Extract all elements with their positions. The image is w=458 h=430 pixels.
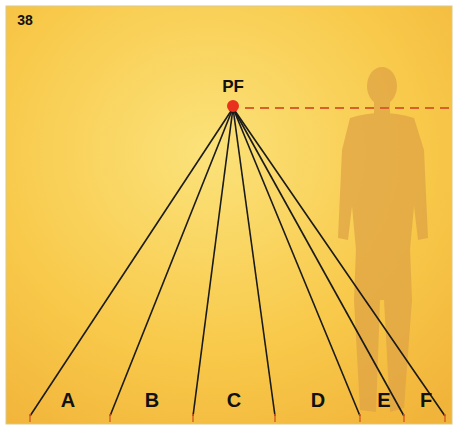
vanishing-point-dot — [227, 100, 239, 112]
segment-letter: F — [420, 390, 432, 410]
segment-letter: A — [61, 390, 75, 410]
man-silhouette — [338, 67, 428, 412]
horizon-line — [245, 107, 452, 109]
segment-letter: B — [145, 390, 159, 410]
figure-number: 38 — [17, 13, 33, 27]
segment-letter: D — [311, 390, 325, 410]
vanishing-point-label: PF — [222, 78, 244, 95]
converging-lines — [30, 108, 445, 416]
base-ticks — [30, 414, 445, 422]
background-panel — [6, 6, 452, 424]
segment-letter: E — [377, 390, 390, 410]
segment-letter: C — [227, 390, 241, 410]
